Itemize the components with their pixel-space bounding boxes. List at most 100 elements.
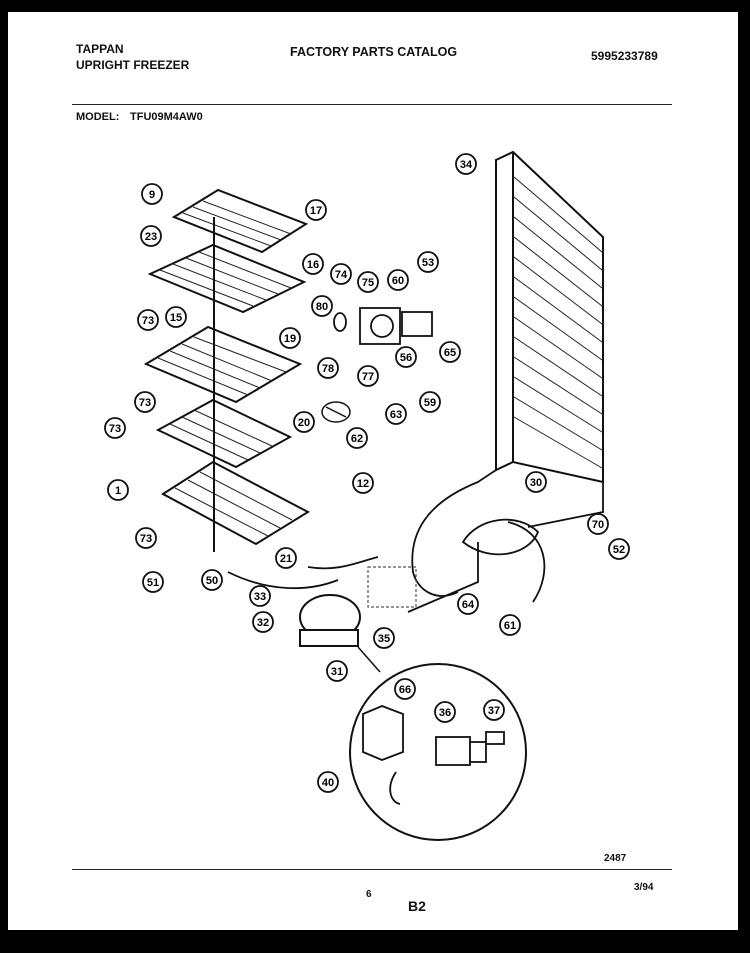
relay-detail-parts [362, 705, 505, 805]
part-callout: 1 [107, 479, 129, 501]
svg-text:33: 33 [254, 591, 266, 603]
svg-text:20: 20 [298, 417, 310, 429]
part-callout: 53 [417, 251, 439, 273]
part-callout: 52 [608, 538, 630, 560]
svg-text:74: 74 [335, 269, 348, 281]
svg-text:77: 77 [362, 371, 374, 383]
svg-text:52: 52 [613, 544, 625, 556]
part-callout: 63 [385, 403, 407, 425]
catalog-number: 5995233789 [591, 49, 658, 63]
svg-text:12: 12 [357, 478, 369, 490]
section-code: B2 [408, 898, 426, 914]
heater-63 [321, 401, 351, 423]
part-callout: 65 [439, 341, 461, 363]
svg-text:64: 64 [462, 599, 475, 611]
svg-text:17: 17 [310, 205, 322, 217]
catalog-title: FACTORY PARTS CATALOG [290, 45, 458, 59]
part-callout: 78 [317, 357, 339, 379]
svg-text:50: 50 [206, 575, 218, 587]
svg-text:40: 40 [322, 777, 334, 789]
footer-rule [72, 869, 672, 870]
svg-text:73: 73 [139, 397, 151, 409]
svg-text:73: 73 [140, 533, 152, 545]
part-callout: 21 [275, 547, 297, 569]
part-callout: 40 [317, 771, 339, 793]
leader-to-detail [357, 646, 381, 673]
shelf-17 [171, 188, 309, 254]
header-rule [72, 104, 672, 105]
svg-text:51: 51 [147, 577, 159, 589]
part-callout: 66 [394, 678, 416, 700]
relay-body [469, 741, 487, 763]
svg-text:63: 63 [390, 409, 402, 421]
page-number: 6 [366, 889, 372, 900]
part-callout: 73 [104, 417, 126, 439]
svg-text:70: 70 [592, 519, 604, 531]
svg-text:31: 31 [331, 666, 343, 678]
shelf-19 [143, 325, 303, 404]
svg-text:23: 23 [145, 231, 157, 243]
shelf-20 [155, 398, 293, 469]
part-callout: 34 [455, 153, 477, 175]
svg-text:37: 37 [488, 705, 500, 717]
catalog-date: 3/94 [634, 882, 654, 893]
svg-text:56: 56 [400, 352, 412, 364]
part-callout: 32 [252, 611, 274, 633]
compressor-32 [299, 594, 361, 647]
part-callout: 61 [499, 614, 521, 636]
part-callout: 73 [137, 309, 159, 331]
callout-label: 9 [149, 189, 155, 201]
drawing-number: 2487 [604, 853, 627, 864]
part-callout: 9 [141, 183, 163, 205]
part-callout: 51 [142, 571, 164, 593]
shelf-wires [157, 200, 293, 537]
svg-text:65: 65 [444, 347, 456, 359]
svg-text:80: 80 [316, 301, 328, 313]
refrigerant-tubing [227, 469, 604, 613]
part-callout: 75 [357, 271, 379, 293]
part-callout: 60 [387, 269, 409, 291]
part-callout: 37 [483, 699, 505, 721]
svg-text:59: 59 [424, 397, 436, 409]
part-callout: 70 [587, 513, 609, 535]
model-number: TFU09M4AW0 [130, 111, 203, 123]
shelf-16 [147, 243, 307, 314]
svg-text:30: 30 [530, 477, 542, 489]
product-name: UPRIGHT FREEZER [76, 58, 190, 72]
evaporator-34 [495, 150, 604, 484]
part-callout: 73 [135, 527, 157, 549]
brand-name: TAPPAN [76, 42, 124, 56]
part-callout: 36 [434, 701, 456, 723]
part-callout: 74 [330, 263, 352, 285]
evaporator-fins [513, 176, 603, 469]
svg-text:15: 15 [170, 312, 182, 324]
svg-text:1: 1 [115, 485, 121, 497]
parts-sheet: TAPPAN UPRIGHT FREEZER FACTORY PARTS CAT… [8, 12, 738, 930]
svg-text:61: 61 [504, 620, 516, 632]
callouts: 9 17 23 16 74 75 60 53 80 73 15 19 78 77… [104, 153, 630, 793]
part-callout: 12 [352, 472, 374, 494]
svg-text:35: 35 [378, 633, 390, 645]
part-callout: 20 [293, 411, 315, 433]
exploded-parts-diagram: 9 17 23 16 74 75 60 53 80 73 15 19 78 77… [104, 150, 630, 841]
part-callout: 77 [357, 365, 379, 387]
part-callout: 80 [311, 295, 333, 317]
part-callout: 23 [140, 225, 162, 247]
svg-text:62: 62 [351, 433, 363, 445]
part-callout: 35 [373, 627, 395, 649]
fan-motor-assembly [333, 307, 433, 345]
svg-text:21: 21 [280, 553, 292, 565]
overload-37 [485, 731, 505, 745]
svg-text:75: 75 [362, 277, 374, 289]
part-callout: 62 [346, 427, 368, 449]
svg-text:36: 36 [439, 707, 451, 719]
svg-text:53: 53 [422, 257, 434, 269]
compressor-ghost [367, 566, 417, 608]
svg-text:73: 73 [142, 315, 154, 327]
part-callout: 16 [302, 253, 324, 275]
part-callout: 17 [305, 199, 327, 221]
shelf-21 [161, 460, 311, 546]
part-callout: 64 [457, 593, 479, 615]
svg-text:34: 34 [460, 159, 473, 171]
part-callout: 50 [201, 569, 223, 591]
